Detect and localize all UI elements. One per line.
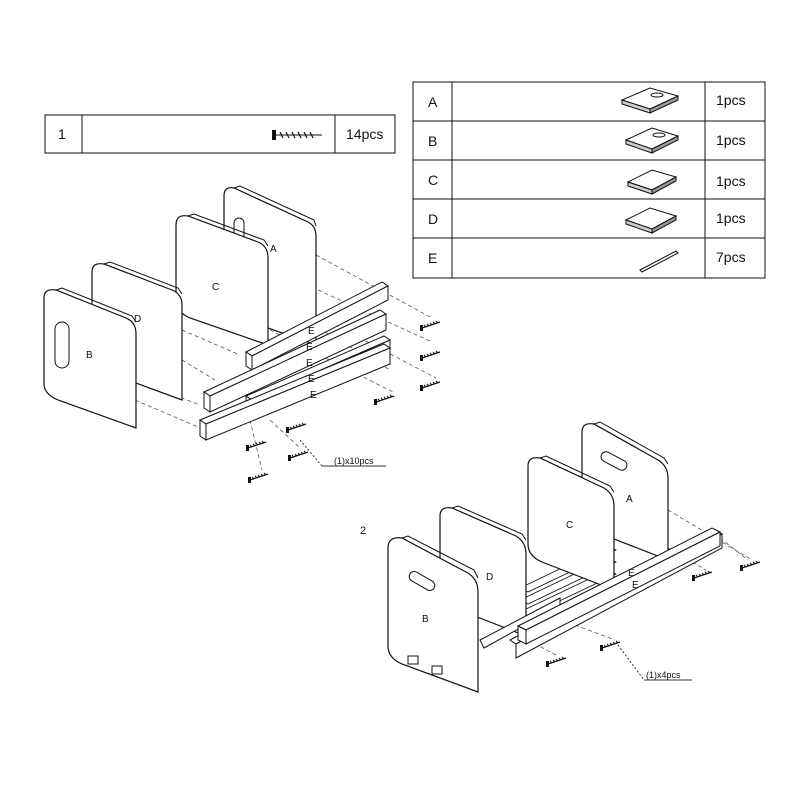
- hardware-id: 1: [58, 126, 66, 142]
- panel-with-handle-icon: [624, 127, 680, 154]
- step1-label-a: A: [270, 244, 277, 255]
- part-id-b: B: [428, 133, 437, 149]
- hardware-qty: 14pcs: [346, 126, 383, 142]
- part-id-e: E: [428, 250, 437, 266]
- plain-panel-icon: [626, 169, 678, 195]
- step2-label-e: E: [628, 568, 635, 579]
- part-qty-a: 1pcs: [716, 92, 746, 108]
- parts-table: A B C D E 1pcs 1pcs 1pcs 1pcs 7pcs: [412, 81, 766, 279]
- plain-panel-icon: [624, 207, 678, 234]
- step1-label-e: E: [308, 326, 315, 337]
- panel-c: C: [175, 213, 269, 346]
- step2-label-c: C: [566, 520, 573, 531]
- step1-label-e: E: [308, 374, 315, 385]
- panel-with-handle-icon: [620, 87, 680, 114]
- step-number: 2: [360, 525, 366, 537]
- part-id-a: A: [428, 94, 438, 110]
- step2-callout: (1)x4pcs: [646, 670, 681, 680]
- step1-label-e: E: [306, 342, 313, 353]
- panel-b: B: [43, 287, 137, 429]
- step2-label-a: A: [626, 494, 633, 505]
- part-qty-d: 1pcs: [716, 210, 746, 226]
- panel-c: C: [527, 455, 615, 591]
- part-qty-c: 1pcs: [716, 173, 746, 189]
- panel-b: B: [387, 535, 479, 693]
- part-qty-b: 1pcs: [716, 132, 746, 148]
- hardware-table: 1 14pcs: [44, 114, 396, 154]
- step1-label-b: B: [86, 350, 93, 361]
- step1-exploded-view: A C D B: [43, 185, 441, 484]
- step1-label-e: E: [310, 390, 317, 401]
- step2-label-b: B: [422, 614, 429, 625]
- step1-label-e: E: [306, 358, 313, 369]
- part-id-c: C: [428, 172, 438, 188]
- step1-callout: (1)x10pcs: [334, 456, 374, 466]
- step2-label-e: E: [632, 580, 639, 591]
- part-id-d: D: [428, 211, 438, 227]
- rail-e: [516, 527, 722, 645]
- slat-icon: [639, 250, 679, 273]
- step1-label-c: C: [212, 282, 219, 293]
- screw-icon: [272, 130, 322, 140]
- step2-label-d: D: [486, 572, 493, 583]
- slats-e: [198, 281, 392, 441]
- step2-assembly-view: A C D: [387, 421, 761, 693]
- step1-label-d: D: [134, 314, 141, 325]
- part-qty-e: 7pcs: [716, 249, 746, 265]
